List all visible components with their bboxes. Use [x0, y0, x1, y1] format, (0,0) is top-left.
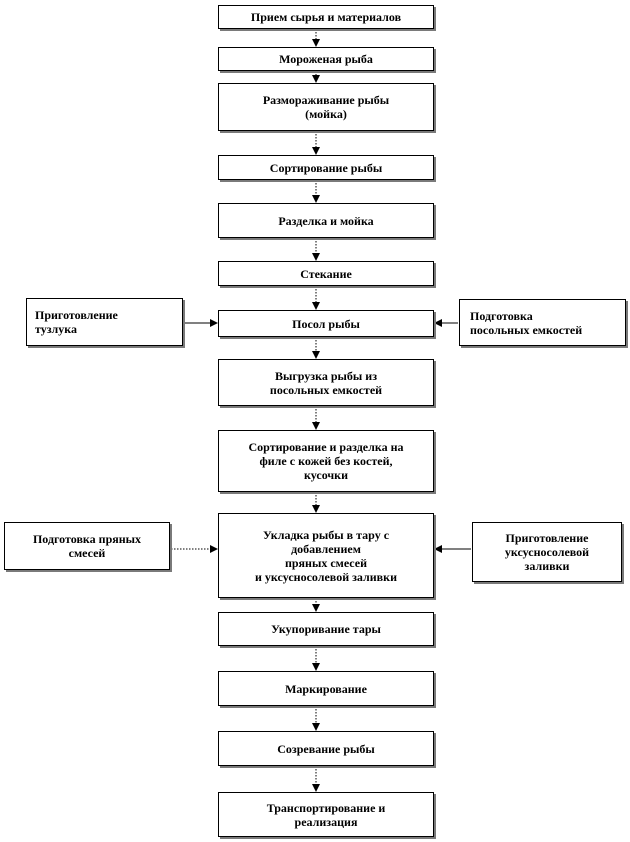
step-salting: Посол рыбы [218, 310, 434, 337]
step-packing-with-spices: Укладка рыбы в тару с добавлением пряных… [218, 513, 434, 598]
step-draining: Стекание [218, 261, 434, 286]
step-raw-material-intake: Прием сырья и материалов [218, 5, 434, 29]
side-salting-tanks-preparation: Подготовка посольных емкостей [459, 299, 626, 346]
step-sorting-filleting: Сортирование и разделка на филе с кожей … [218, 430, 434, 492]
side-marinade-preparation: Приготовление уксусносолевой заливки [472, 522, 622, 582]
side-brine-preparation: Приготовление тузлука [26, 298, 183, 346]
step-defrosting: Размораживание рыбы (мойка) [218, 83, 434, 131]
step-maturation: Созревание рыбы [218, 731, 434, 766]
step-transport-sale: Транспортирование и реализация [218, 792, 434, 837]
side-spice-mix-preparation: Подготовка пряных смесей [4, 522, 170, 570]
step-sorting: Сортирование рыбы [218, 155, 434, 180]
step-capping: Укупоривание тары [218, 612, 434, 646]
step-unloading: Выгрузка рыбы из посольных емкостей [218, 359, 434, 406]
step-cutting-washing: Разделка и мойка [218, 203, 434, 238]
step-labeling: Маркирование [218, 671, 434, 706]
step-frozen-fish: Мороженая рыба [218, 47, 434, 71]
